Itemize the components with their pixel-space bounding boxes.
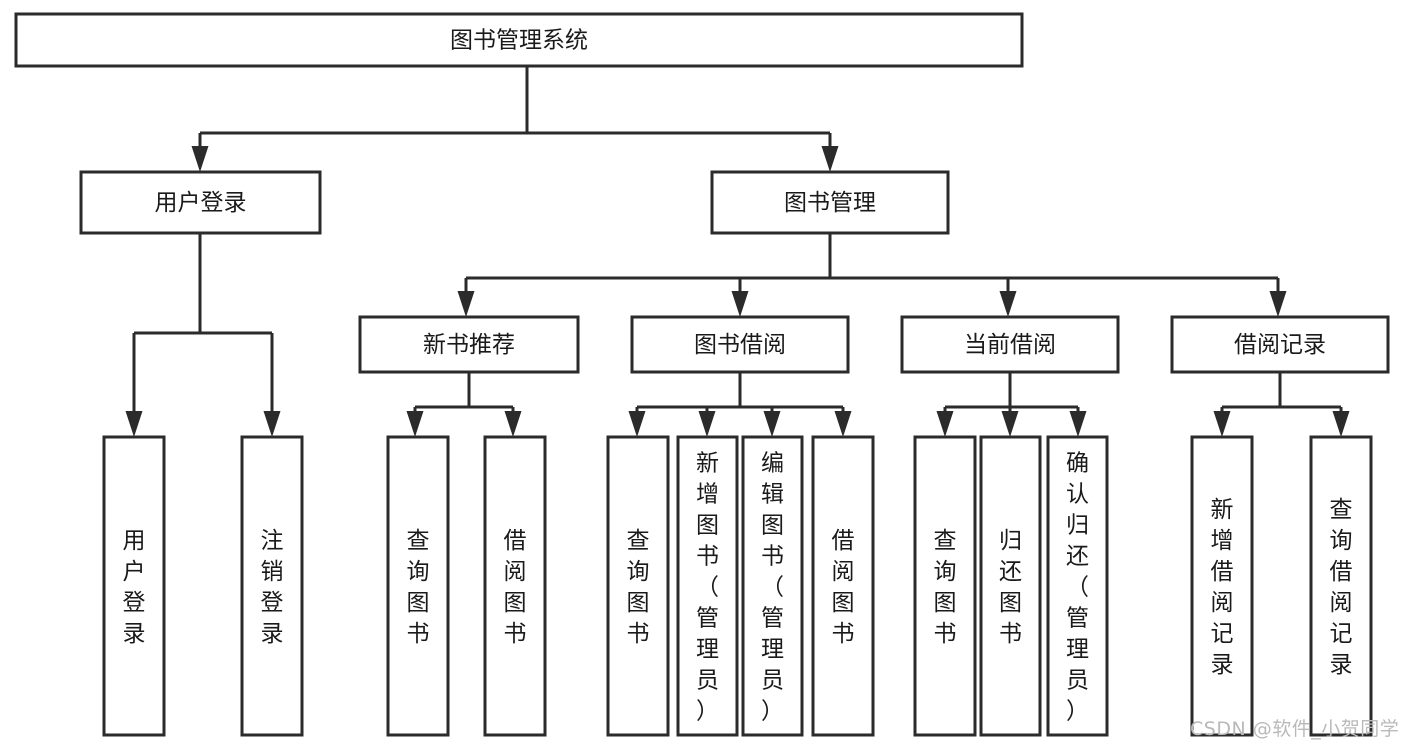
- arrow-leaf-confirm-return: [1069, 407, 1087, 437]
- node-leaf-query-book-3[interactable]: 查询图书: [913, 435, 977, 737]
- node-label-book-manage: 图书管理: [784, 190, 876, 216]
- node-box-leaf-add-book[interactable]: [676, 435, 739, 737]
- node-label-leaf-borrow-book-2: 借阅图书: [832, 528, 855, 647]
- node-leaf-logout[interactable]: 注销登录: [240, 435, 304, 737]
- node-label-new-book-rec: 新书推荐: [423, 332, 515, 358]
- connector-bar-book-manage: [466, 233, 1278, 280]
- node-label-root: 图书管理系统: [450, 28, 588, 54]
- node-box-leaf-user-login[interactable]: [102, 435, 166, 737]
- arrow-leaf-borrow-book-1: [504, 407, 522, 437]
- node-label-leaf-return-book: 归还图书: [999, 528, 1022, 647]
- arrow-current-borrow: [999, 278, 1017, 317]
- arrow-leaf-logout: [263, 333, 281, 437]
- node-box-borrow-record[interactable]: [1170, 315, 1390, 374]
- node-box-book-borrow[interactable]: [630, 315, 850, 374]
- node-label-borrow-record: 借阅记录: [1234, 332, 1326, 358]
- node-box-leaf-query-book-3[interactable]: [913, 435, 977, 737]
- arrow-leaf-add-book: [698, 407, 716, 437]
- node-box-book-manage[interactable]: [710, 170, 950, 235]
- node-leaf-return-book[interactable]: 归还图书: [979, 435, 1042, 737]
- node-box-user-login[interactable]: [79, 170, 322, 235]
- node-label-leaf-query-book-2: 查询图书: [627, 528, 650, 647]
- connector-bar-new-book-rec: [415, 372, 513, 409]
- node-label-leaf-edit-book: 编辑图书（管理员）: [761, 451, 784, 725]
- arrow-leaf-add-record: [1213, 407, 1231, 437]
- node-box-leaf-borrow-book-1[interactable]: [483, 435, 547, 737]
- node-leaf-edit-book[interactable]: 编辑图书（管理员）: [741, 435, 804, 737]
- arrow-new-book-rec: [457, 278, 475, 317]
- node-label-leaf-logout: 注销登录: [261, 528, 284, 647]
- node-leaf-borrow-book-2[interactable]: 借阅图书: [811, 435, 875, 737]
- node-leaf-query-book-1[interactable]: 查询图书: [386, 435, 450, 737]
- node-leaf-add-book[interactable]: 新增图书（管理员）: [676, 435, 739, 737]
- node-box-new-book-rec[interactable]: [358, 315, 580, 374]
- node-layer: 图书管理系统用户登录图书管理新书推荐图书借阅当前借阅借阅记录用户登录注销登录查询…: [14, 12, 1390, 737]
- node-new-book-rec[interactable]: 新书推荐: [358, 315, 580, 374]
- node-label-leaf-query-book-1: 查询图书: [407, 528, 430, 647]
- node-label-leaf-add-book: 新增图书（管理员）: [696, 451, 719, 725]
- node-box-leaf-logout[interactable]: [240, 435, 304, 737]
- node-label-user-login: 用户登录: [155, 190, 247, 216]
- node-leaf-query-book-2[interactable]: 查询图书: [606, 435, 670, 737]
- arrow-user-login: [191, 133, 209, 172]
- node-leaf-user-login[interactable]: 用户登录: [102, 435, 166, 737]
- node-user-login[interactable]: 用户登录: [79, 170, 322, 235]
- node-box-leaf-add-record[interactable]: [1190, 435, 1254, 737]
- node-box-root[interactable]: [14, 12, 1024, 68]
- node-box-leaf-confirm-return[interactable]: [1046, 435, 1109, 737]
- arrow-leaf-borrow-book-2: [834, 407, 852, 437]
- arrow-layer: [125, 133, 1350, 437]
- node-leaf-borrow-book-1[interactable]: 借阅图书: [483, 435, 547, 737]
- arrow-leaf-query-book-2: [628, 407, 646, 437]
- node-leaf-confirm-return[interactable]: 确认归还（管理员）: [1046, 435, 1109, 737]
- connector-bar-current-borrow: [945, 372, 1078, 409]
- node-label-leaf-borrow-book-1: 借阅图书: [504, 528, 527, 647]
- node-label-current-borrow: 当前借阅: [964, 332, 1056, 358]
- node-book-borrow[interactable]: 图书借阅: [630, 315, 850, 374]
- csdn-watermark: CSDN @软件_小贺同学: [1190, 718, 1400, 740]
- node-box-leaf-borrow-book-2[interactable]: [811, 435, 875, 737]
- node-label-leaf-add-record: 新增借阅记录: [1211, 497, 1234, 678]
- node-leaf-query-record[interactable]: 查询借阅记录: [1309, 435, 1373, 737]
- node-box-leaf-edit-book[interactable]: [741, 435, 804, 737]
- node-label-leaf-query-record: 查询借阅记录: [1330, 497, 1353, 678]
- arrow-book-manage: [821, 133, 839, 172]
- connector-bar-book-borrow: [637, 372, 843, 409]
- arrow-book-borrow: [731, 278, 749, 317]
- connector-layer: [134, 66, 1341, 409]
- connector-bar-borrow-record: [1222, 372, 1341, 409]
- node-borrow-record[interactable]: 借阅记录: [1170, 315, 1390, 374]
- arrow-leaf-return-book: [1001, 407, 1019, 437]
- node-root[interactable]: 图书管理系统: [14, 12, 1024, 68]
- node-current-borrow[interactable]: 当前借阅: [900, 315, 1120, 374]
- node-box-leaf-query-book-1[interactable]: [386, 435, 450, 737]
- node-box-current-borrow[interactable]: [900, 315, 1120, 374]
- node-box-leaf-query-book-2[interactable]: [606, 435, 670, 737]
- node-box-leaf-return-book[interactable]: [979, 435, 1042, 737]
- arrow-borrow-record: [1269, 278, 1287, 317]
- connector-bar-root: [200, 66, 830, 135]
- arrow-leaf-query-book-1: [406, 407, 424, 437]
- node-label-leaf-confirm-return: 确认归还（管理员）: [1066, 451, 1089, 725]
- node-leaf-add-record[interactable]: 新增借阅记录: [1190, 435, 1254, 737]
- node-label-leaf-user-login: 用户登录: [123, 528, 146, 647]
- node-label-book-borrow: 图书借阅: [694, 332, 786, 358]
- arrow-leaf-user-login: [125, 333, 143, 437]
- arrow-leaf-edit-book: [763, 407, 781, 437]
- arrow-leaf-query-book-3: [936, 407, 954, 437]
- node-book-manage[interactable]: 图书管理: [710, 170, 950, 235]
- node-label-leaf-query-book-3: 查询图书: [934, 528, 957, 647]
- arrow-leaf-query-record: [1332, 407, 1350, 437]
- connector-bar-user-login: [134, 233, 272, 335]
- node-box-leaf-query-record[interactable]: [1309, 435, 1373, 737]
